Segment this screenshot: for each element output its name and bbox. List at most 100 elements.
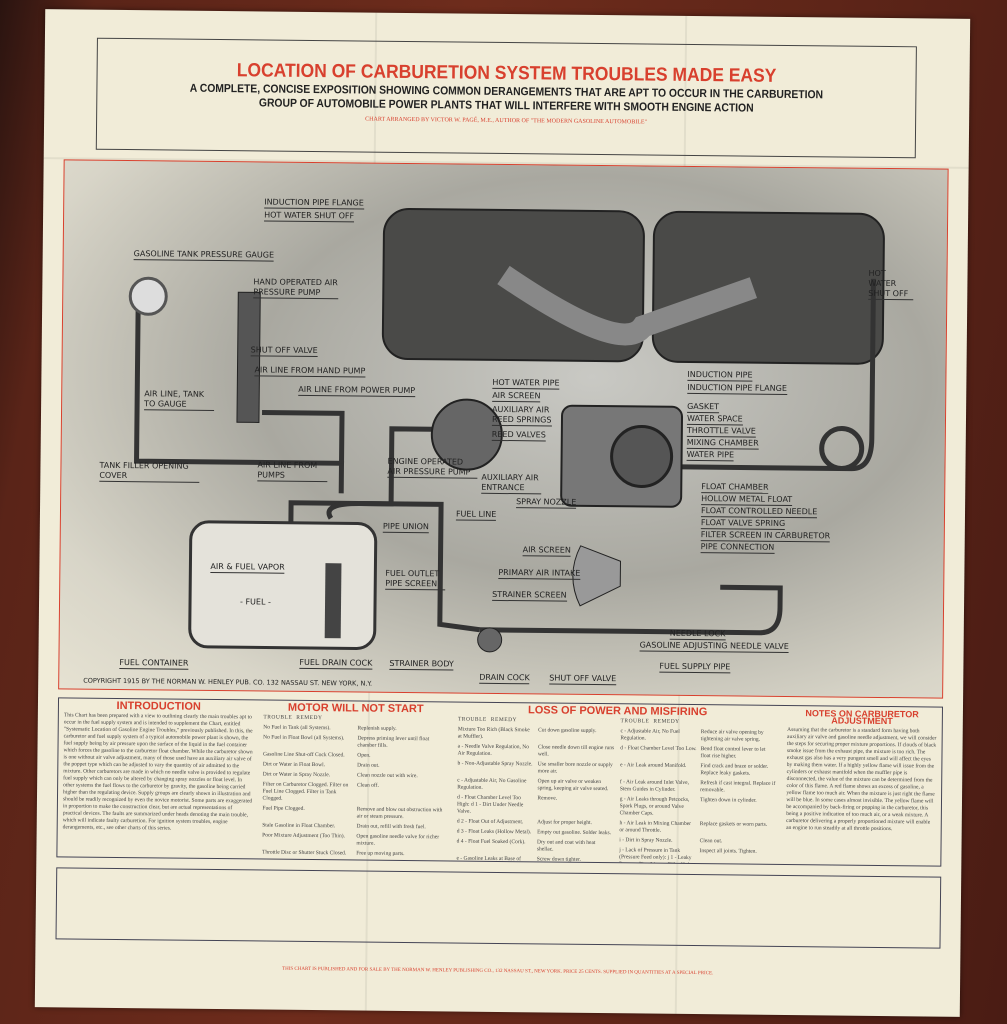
remedy-text: Reduce air valve opening by tightening a…	[700, 729, 764, 743]
label-fuel-supply-pipe: Fuel Supply Pipe	[659, 661, 731, 674]
label-air-screen: Air Screen	[492, 390, 541, 403]
throttle-valve	[610, 424, 674, 488]
label-hollow-metal-float: Hollow Metal Float	[701, 494, 793, 507]
trouble-text: a - Needle Valve Regulation, No Air Regu…	[457, 743, 530, 757]
trouble-text: Dirt or Water in Float Bowl.	[262, 761, 326, 769]
trouble-text: No Fuel in Float Bowl (all Systems).	[263, 734, 345, 742]
strainer-body	[477, 627, 503, 653]
label-air-line-from-power-pump: Air Line From Power Pump	[298, 384, 416, 398]
label-induction-pipe: Induction Pipe	[687, 369, 753, 382]
remedy-text: Replace gaskets or worn parts.	[699, 821, 768, 828]
trouble-text: Throttle Disc or Shutter Stuck Closed.	[261, 849, 347, 857]
remedy-text: Refresh if cast integral. Replace if rem…	[700, 780, 776, 794]
trouble-text: c - Adjustable Air, No Fuel Regulation.	[620, 728, 680, 742]
label-auxiliary-air-reed-springs: Auxiliary Air Reed Springs	[491, 404, 553, 427]
label-strainer-screen: Strainer Screen	[492, 589, 567, 602]
trouble-remedy-row: d 2 - Float Out of Adjustment.Adjust for…	[457, 819, 614, 828]
label-air-line-tank-to-gauge: Air Line, Tank to Gauge	[144, 389, 215, 411]
blank-panel	[55, 867, 942, 949]
water-pipe-coil	[819, 426, 865, 472]
trouble-remedy-row: h - Air Leak in Mixing Chamber or around…	[619, 820, 776, 836]
remedy-text: Remove and blow out obstruction with air…	[356, 806, 443, 820]
remedy-text: Tighten down in cylinder.	[700, 797, 757, 804]
carburetion-diagram: Induction Pipe Flange Hot Water Shut Off…	[58, 159, 949, 699]
remedy-text: Use smaller bore nozzle or supply more a…	[537, 761, 613, 775]
remedy-text: Remove.	[537, 795, 558, 802]
trouble-text: Gasoline Line Shut-off Cock Closed.	[262, 751, 345, 759]
poster: LOCATION OF CARBURETION SYSTEM TROUBLES …	[34, 9, 971, 1017]
trouble-text: d 4 - Float Fuel Soaked (Cork).	[456, 838, 526, 846]
poster-header: LOCATION OF CARBURETION SYSTEM TROUBLES …	[95, 37, 917, 159]
label-water-pipe: Water Pipe	[686, 449, 735, 462]
remedy-text: Drain out.	[357, 762, 380, 769]
label-hot-water-shut-off: Hot Water Shut Off	[264, 210, 355, 223]
trouble-text: Mixture Too Rich (Black Smoke at Muffler…	[457, 726, 530, 740]
pressure-gauge	[128, 276, 168, 316]
troubles-text-section: INTRODUCTION This Chart has been prepare…	[56, 697, 943, 867]
loss-heading: LOSS OF POWER AND MISFIRING	[527, 704, 708, 719]
trouble-header: TROUBLE	[457, 716, 487, 723]
induction-pipe	[497, 265, 758, 346]
trouble-remedy-row: c - Adjustable Air, No Fuel Regulation. R…	[620, 728, 777, 744]
label-air-line-from-hand-pump: Air Line From Hand Pump	[254, 365, 366, 378]
trouble-remedy-row: Filter on Carburetor Clogged. Filter on …	[263, 782, 448, 805]
label-induction-pipe-flange-2: Induction Pipe Flange	[687, 382, 787, 395]
trouble-remedy-row: Gasoline Line Shut-off Cock Closed. Open.	[263, 752, 448, 761]
trouble-remedy-row: Poor Mixture Adjustment (Too Thin).Open …	[262, 833, 447, 849]
notes-column: NOTES ON CARBURETOR ADJUSTMENT Assuming …	[781, 706, 942, 866]
label-air-screen-2: Air Screen	[522, 545, 571, 557]
label-water-space: Water Space	[686, 413, 743, 426]
trouble-text: e - Air Leak around Manifold.	[620, 762, 687, 769]
trouble-text: d 2 - Float Out of Adjustment.	[456, 818, 524, 826]
trouble-remedy-row: d 4 - Float Fuel Soaked (Cork).Dry out a…	[457, 839, 614, 855]
remedy-text: Open gasoline needle valve for richer mi…	[356, 833, 440, 847]
remedy-text: Free up moving parts.	[356, 850, 405, 857]
trouble-text: e - Gasoline Leaks at Base of Spray Nozz…	[456, 855, 521, 864]
remedy-text: Clean out.	[699, 838, 723, 845]
label-auxiliary-air-entrance: Auxiliary Air Entrance	[481, 472, 542, 495]
remedy-text: Depress priming lever until float chambe…	[357, 735, 430, 749]
label-fuel-line: Fuel Line	[455, 509, 497, 521]
label-needle-lock: Needle Lock	[669, 628, 726, 641]
label-air-line-from-pumps: Air Line From Pumps	[257, 460, 328, 483]
remedy-text: Clean nozzle out with wire.	[357, 772, 418, 780]
trouble-remedy-row: No Air Pressure in Fuel Tank (Pressure S…	[262, 859, 447, 860]
trouble-remedy-row: f - Air Leak around Inlet Valve, Stem Gu…	[620, 779, 777, 795]
trouble-header: TROUBLE	[620, 718, 650, 725]
remedy-text: Cut down gasoline supply.	[538, 727, 597, 734]
trouble-remedy-row: b - Non-Adjustable Spray Nozzle.Use smal…	[457, 761, 614, 777]
trouble-remedy-row: Stale Gasoline in Float Chamber.Drain ou…	[262, 823, 447, 832]
label-filter-screen: Filter Screen in Carburetor	[700, 530, 831, 543]
trouble-remedy-row: e - Gasoline Leaks at Base of Spray Nozz…	[456, 856, 613, 864]
label-shut-off-valve-2: Shut Off Valve	[549, 673, 617, 686]
trouble-text: Fuel Pipe Clogged.	[262, 805, 305, 812]
label-pipe-union: Pipe Union	[382, 521, 429, 534]
fuel-container	[188, 520, 378, 650]
trouble-remedy-row: e - Air Leak around Manifold.Find crack …	[620, 762, 777, 778]
label-tank-filler-opening-cover: Tank Filler Opening Cover	[99, 460, 200, 483]
trouble-remedy-row: d - Float Chamber Level Too High: d 1 - …	[457, 795, 614, 818]
primary-air-intake	[572, 545, 622, 607]
trouble-text: i - Dirt in Spray Nozzle.	[619, 837, 673, 844]
label-fuel-drain-cock: Fuel Drain Cock	[299, 657, 373, 670]
trouble-text: j - Lack of Pressure in Tank (Pressure F…	[619, 847, 692, 864]
label-throttle-valve: Throttle Valve	[686, 425, 756, 438]
trouble-text: No Fuel in Tank (all Systems).	[263, 724, 331, 732]
engine-air-pump	[430, 398, 503, 471]
fuel-outlet-pipe	[324, 563, 342, 639]
trouble-text: Dirt or Water in Spray Nozzle.	[262, 771, 331, 779]
trouble-remedy-row: c - Adjustable Air, No Gasoline Regulati…	[457, 778, 614, 794]
trouble-remedy-row: d 3 - Float Leaks (Hollow Metal).Empty o…	[457, 829, 614, 838]
label-fuel: - Fuel -	[240, 597, 271, 607]
label-induction-pipe-flange: Induction Pipe Flange	[264, 197, 364, 210]
hand-pump	[236, 291, 261, 423]
trouble-text: d - Float Chamber Level Too High: d 1 - …	[456, 794, 524, 815]
fuel-supply-pipe	[479, 584, 783, 636]
label-pipe-connection: Pipe Connection	[700, 542, 775, 554]
remedy-text: Open.	[357, 752, 371, 759]
remedy-text: Open up air valve or weaken spring, keep…	[537, 778, 609, 793]
label-gasoline-adjusting-needle-valve: Gasoline Adjusting Needle Valve	[639, 640, 789, 654]
fuel-line	[326, 501, 481, 633]
trouble-text: d 3 - Float Leaks (Hollow Metal).	[456, 828, 532, 836]
